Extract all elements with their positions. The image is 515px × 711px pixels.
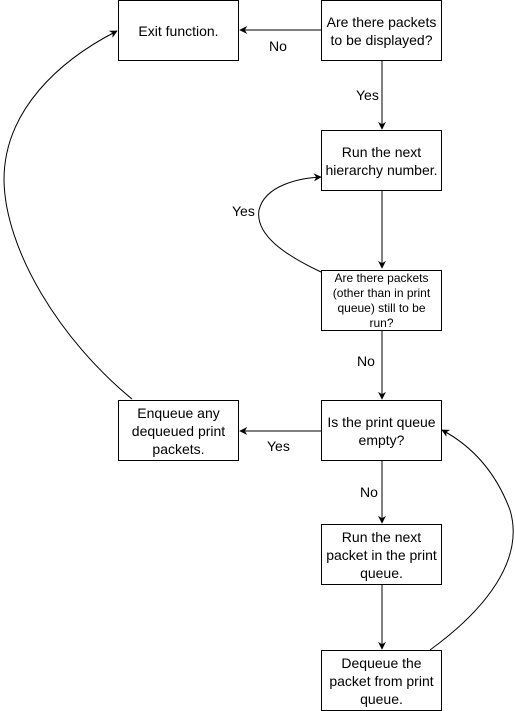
node-enqueue-print-text: Enqueue any dequeued print packets. — [131, 404, 226, 457]
node-exit-function-text: Exit function. — [138, 22, 219, 39]
edge-label-yes-loop-back: Yes — [232, 203, 255, 219]
edge-dequeue-loop-back — [429, 429, 514, 651]
node-enqueue-print: Enqueue any dequeued print packets. — [118, 400, 239, 461]
edge-label-yes-to-enqueue: Yes — [267, 438, 290, 454]
node-run-print-packet-text: Run the next packet in the print queue. — [326, 528, 437, 581]
node-run-print-packet: Run the next packet in the print queue. — [321, 524, 442, 585]
edge-label-yes-to-run: Yes — [356, 87, 379, 103]
node-exit-function: Exit function. — [118, 0, 239, 61]
edge-label-no-to-run-print: No — [360, 484, 378, 500]
edge-label-no-to-exit: No — [269, 38, 287, 54]
node-packets-to-display-text: Are there packets to be displayed? — [326, 13, 437, 48]
node-run-hierarchy-text: Run the next hierarchy number. — [325, 143, 438, 178]
edge-label-no-to-print-check: No — [357, 353, 375, 369]
edge-yes-loop-back — [258, 173, 322, 273]
node-packets-remaining: Are there packets (other than in print q… — [321, 270, 442, 331]
node-packets-to-display: Are there packets to be displayed? — [321, 0, 442, 61]
node-print-queue-empty: Is the print queue empty? — [321, 400, 442, 461]
node-run-hierarchy: Run the next hierarchy number. — [321, 130, 442, 191]
node-packets-remaining-text: Are there packets (other than in print q… — [332, 270, 431, 330]
node-print-queue-empty-text: Is the print queue empty? — [327, 413, 436, 448]
node-dequeue-packet: Dequeue the packet from print queue. — [321, 650, 442, 711]
edge-enqueue-to-exit — [3, 30, 133, 400]
node-dequeue-packet-text: Dequeue the packet from print queue. — [329, 654, 434, 707]
